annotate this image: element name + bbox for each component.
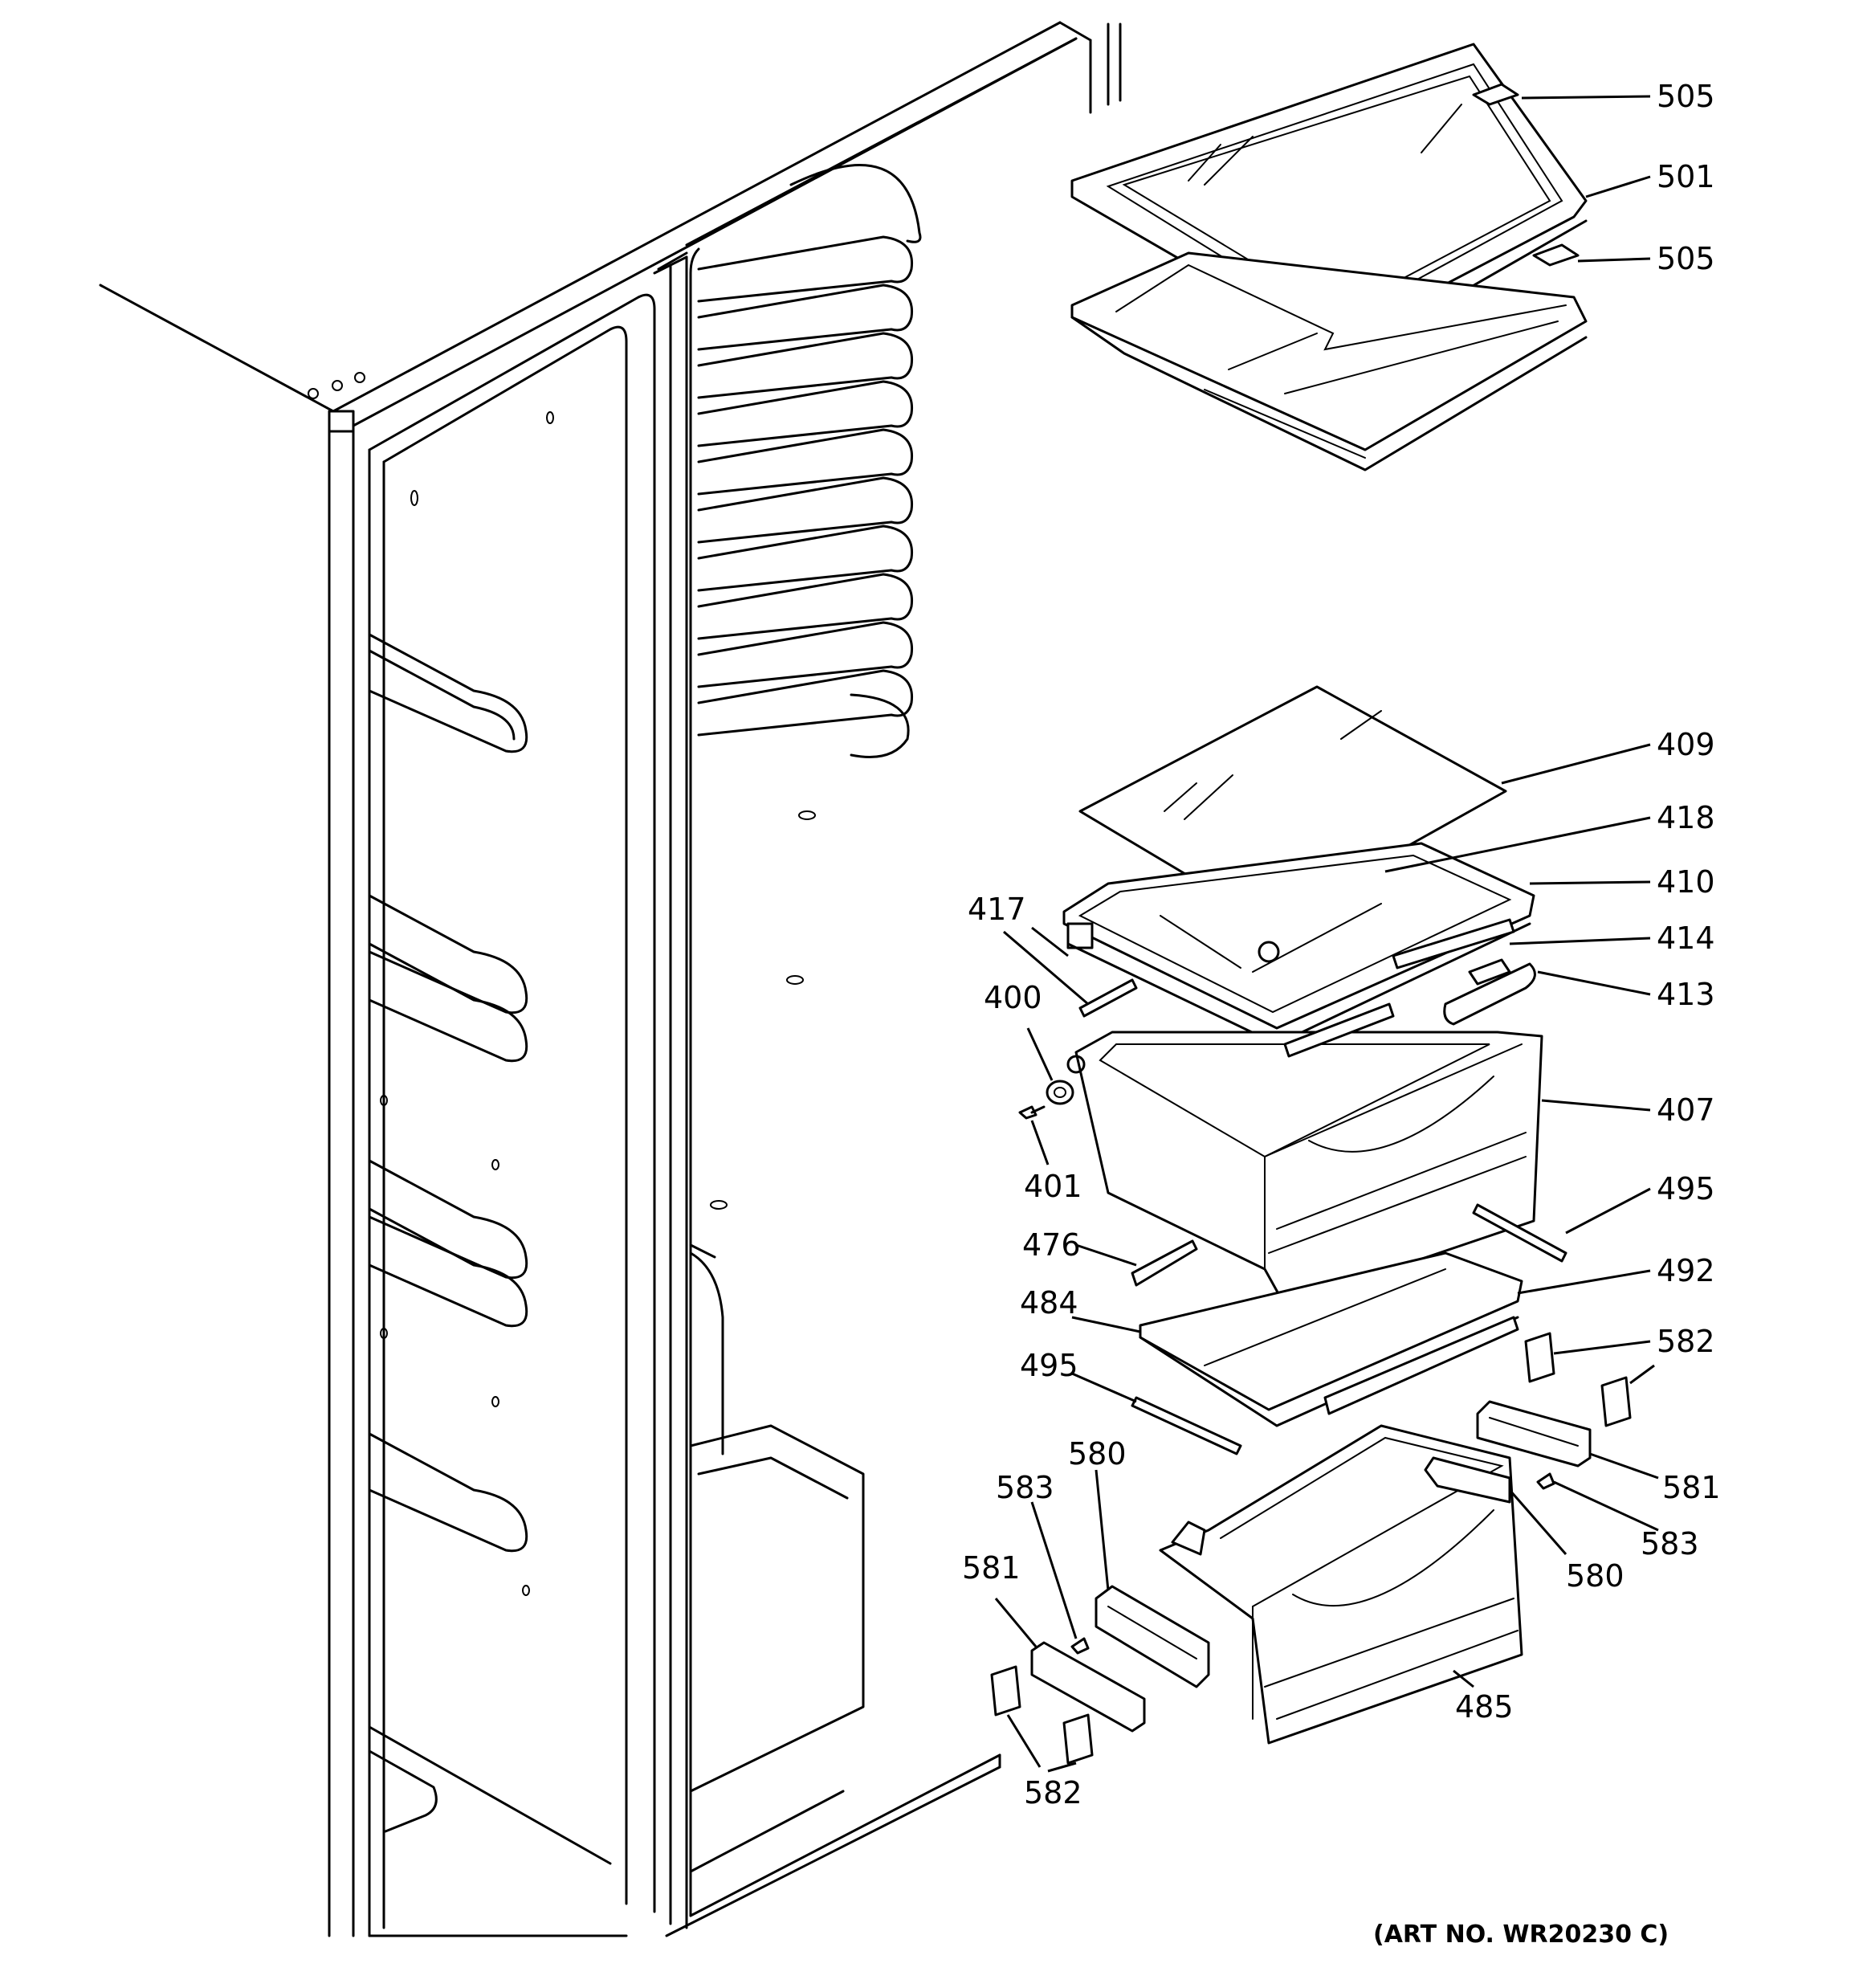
part-label-581-right: 581 (1662, 1470, 1721, 1505)
part-label-581-left: 581 (962, 1550, 1021, 1586)
upper-shelf-assembly (1070, 43, 1588, 471)
part-label-495-right: 495 (1657, 1171, 1715, 1206)
part-label-407: 407 (1657, 1092, 1715, 1128)
part-label-413: 413 (1657, 977, 1715, 1012)
lower-drawer (990, 1332, 1632, 1765)
freezer-ribs (697, 164, 922, 758)
refrigerator-cabinet (99, 21, 1122, 1937)
part-label-400: 400 (984, 980, 1042, 1015)
part-label-476: 476 (1022, 1227, 1081, 1263)
crisper-drawer (1066, 1002, 1567, 1307)
part-label-401: 401 (1024, 1169, 1082, 1204)
part-label-495-left: 495 (1020, 1348, 1078, 1383)
part-label-505-bottom: 505 (1657, 241, 1715, 276)
pan-cover (1131, 1251, 1523, 1455)
part-label-580-left: 580 (1068, 1436, 1127, 1472)
part-label-492: 492 (1657, 1253, 1715, 1288)
fastener-parts (1018, 1080, 1074, 1120)
part-label-580-right: 580 (1566, 1558, 1625, 1594)
part-label-414: 414 (1657, 921, 1715, 956)
part-label-417: 417 (968, 892, 1026, 927)
leader-lines (994, 95, 1659, 1773)
part-label-582-left: 582 (1024, 1775, 1082, 1810)
part-label-583-left: 583 (996, 1470, 1054, 1505)
part-label-505-top: 505 (1657, 79, 1715, 114)
part-label-485: 485 (1455, 1689, 1514, 1725)
art-number: (ART NO. WR20230 C) (1373, 1921, 1669, 1949)
part-label-409: 409 (1657, 727, 1715, 762)
part-label-501: 501 (1657, 159, 1715, 194)
part-labels: 505 501 505 409 418 410 417 414 400 413 … (962, 79, 1721, 1949)
part-label-410: 410 (1657, 864, 1715, 900)
part-label-484: 484 (1020, 1285, 1078, 1321)
door-shelves (368, 633, 528, 1553)
crisper-cover-assembly (1062, 685, 1536, 1046)
part-label-583-right: 583 (1641, 1526, 1699, 1561)
part-label-582-right: 582 (1657, 1324, 1715, 1359)
part-label-418: 418 (1657, 800, 1715, 835)
